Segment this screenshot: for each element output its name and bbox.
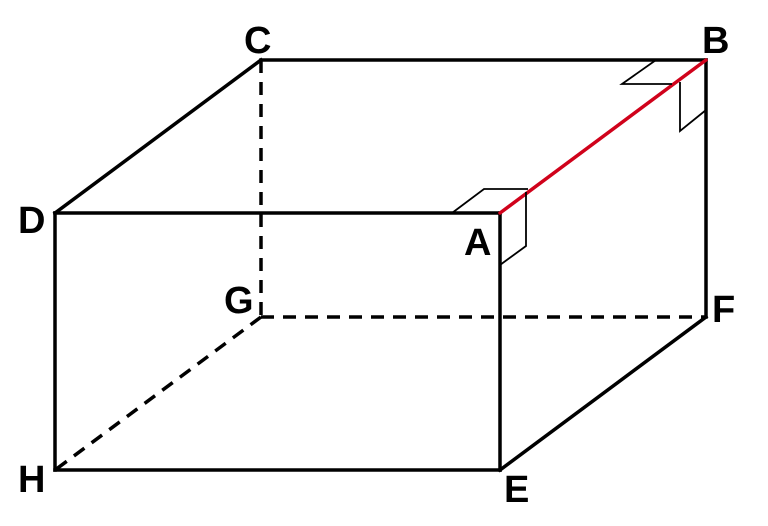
vertex-label-B: B xyxy=(702,20,729,62)
vertex-label-G: G xyxy=(224,280,254,322)
right-angle-marker-B-side xyxy=(679,82,707,133)
vertex-label-E: E xyxy=(504,469,529,511)
right-angle-marker-A-top xyxy=(451,188,528,214)
vertex-label-D: D xyxy=(18,200,45,242)
edge-EF xyxy=(497,314,709,473)
edge-DC xyxy=(52,57,264,216)
edge-AB-highlighted xyxy=(498,58,708,215)
right-angle-marker-A-side xyxy=(499,192,527,266)
vertex-label-H: H xyxy=(18,459,45,501)
vertex-label-F: F xyxy=(712,289,735,331)
edge-GH-hidden xyxy=(53,315,263,472)
vertex-label-A: A xyxy=(464,222,491,264)
vertex-label-C: C xyxy=(244,20,271,62)
right-angle-marker-B-top xyxy=(619,59,672,85)
